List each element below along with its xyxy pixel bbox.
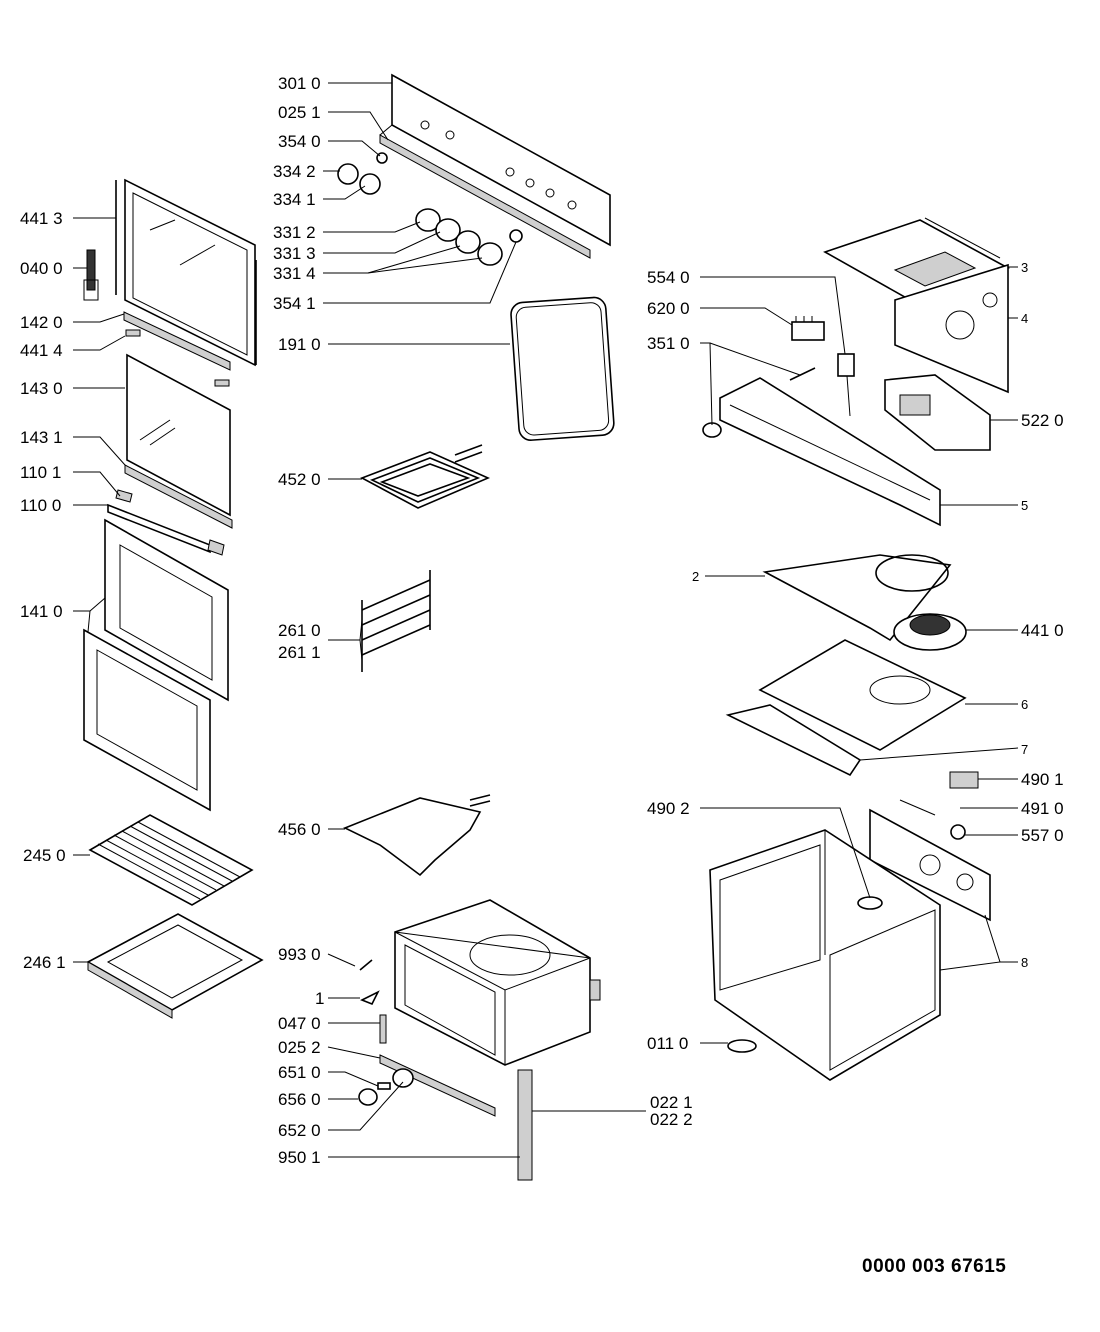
label-143-1: 143 1 xyxy=(20,428,63,447)
label-354-0: 354 0 xyxy=(278,132,321,151)
oven-cavity-part xyxy=(394,899,601,1066)
label-491-0: 491 0 xyxy=(1021,799,1064,818)
label-4: 4 xyxy=(1021,311,1028,326)
label-3: 3 xyxy=(1021,260,1028,275)
lower-element-part xyxy=(343,794,491,877)
control-panel-part xyxy=(379,73,611,247)
label-522-0: 522 0 xyxy=(1021,411,1064,430)
label-334-1: 334 1 xyxy=(273,190,316,209)
inner-glass-part xyxy=(126,353,231,517)
wire-shelf-part xyxy=(88,814,254,906)
label-143-0: 143 0 xyxy=(20,379,63,398)
label-6: 6 xyxy=(1021,697,1028,712)
label-441-0: 441 0 xyxy=(1021,621,1064,640)
label-651-0: 651 0 xyxy=(278,1063,321,1082)
large-knobs-part xyxy=(415,208,523,266)
hinge-part xyxy=(83,249,99,301)
oven-housing-part xyxy=(709,829,941,1081)
label-334-2: 334 2 xyxy=(273,162,316,181)
label-141-0: 141 0 xyxy=(20,602,63,621)
label-025-1: 025 1 xyxy=(278,103,321,122)
label-142-0: 142 0 xyxy=(20,313,63,332)
baking-tray-part xyxy=(86,913,264,1019)
timer-module-part xyxy=(884,374,991,451)
rear-panel-part xyxy=(894,263,1009,394)
label-351-0: 351 0 xyxy=(647,334,690,353)
small-knobs-part xyxy=(337,152,388,195)
label-301-0: 301 0 xyxy=(278,74,321,93)
label-331-4: 331 4 xyxy=(273,264,316,283)
outer-door-glass-part xyxy=(83,518,229,812)
label-656-0: 656 0 xyxy=(278,1090,321,1109)
label-652-0: 652 0 xyxy=(278,1121,321,1140)
part-labels: 301 0 025 1 354 0 334 2 334 1 331 2 331 … xyxy=(20,74,1064,1167)
fascia-part xyxy=(702,377,941,527)
label-354-1: 354 1 xyxy=(273,294,316,313)
label-7: 7 xyxy=(1021,742,1028,757)
control-board-part xyxy=(869,771,991,922)
label-261-0: 261 0 xyxy=(278,621,321,640)
label-331-2: 331 2 xyxy=(273,223,316,242)
door-seal-strip-part xyxy=(123,311,231,387)
label-011-0: 011 0 xyxy=(647,1034,688,1053)
door-frame-part xyxy=(115,178,257,367)
door-gasket-part xyxy=(510,296,615,441)
label-2: 2 xyxy=(692,569,699,584)
thermostat-part xyxy=(789,316,855,417)
fan-motor-part xyxy=(893,613,967,651)
label-022-2: 022 2 xyxy=(650,1110,693,1129)
label-022-1: 022 1 xyxy=(650,1093,693,1112)
label-993-0: 993 0 xyxy=(278,945,321,964)
label-110-0: 110 0 xyxy=(20,496,61,515)
label-490-1: 490 1 xyxy=(1021,770,1064,789)
label-040-0: 040 0 xyxy=(20,259,63,278)
label-110-1: 110 1 xyxy=(20,463,61,482)
label-191-0: 191 0 xyxy=(278,335,321,354)
side-rail-part xyxy=(517,1069,533,1181)
label-047-0: 047 0 xyxy=(278,1014,321,1033)
leader-lines xyxy=(73,82,1019,1158)
label-554-0: 554 0 xyxy=(647,268,690,287)
label-246-1: 246 1 xyxy=(23,953,66,972)
fan-cover-part xyxy=(762,554,952,642)
small-fittings-part xyxy=(358,959,496,1117)
label-441-4: 441 4 xyxy=(20,341,63,360)
glass-holder-part xyxy=(124,464,233,529)
label-950-1: 950 1 xyxy=(278,1148,321,1167)
shelf-runners-part xyxy=(361,570,431,672)
label-025-2: 025 2 xyxy=(278,1038,321,1057)
panel-bracket-part xyxy=(379,134,591,259)
label-245-0: 245 0 xyxy=(23,846,66,865)
back-plate-part xyxy=(758,639,967,751)
label-620-0: 620 0 xyxy=(647,299,690,318)
label-441-3: 441 3 xyxy=(20,209,63,228)
label-452-0: 452 0 xyxy=(278,470,321,489)
label-331-3: 331 3 xyxy=(273,244,316,263)
label-261-1: 261 1 xyxy=(278,643,321,662)
label-557-0: 557 0 xyxy=(1021,826,1064,845)
label-456-0: 456 0 xyxy=(278,820,321,839)
door-handle-part xyxy=(107,489,225,556)
document-number: 0000 003 67615 xyxy=(862,1256,1007,1277)
label-1: 1 xyxy=(315,989,324,1008)
label-490-2: 490 2 xyxy=(647,799,690,818)
label-8: 8 xyxy=(1021,955,1028,970)
label-5: 5 xyxy=(1021,498,1028,513)
grill-element-part xyxy=(360,444,490,509)
